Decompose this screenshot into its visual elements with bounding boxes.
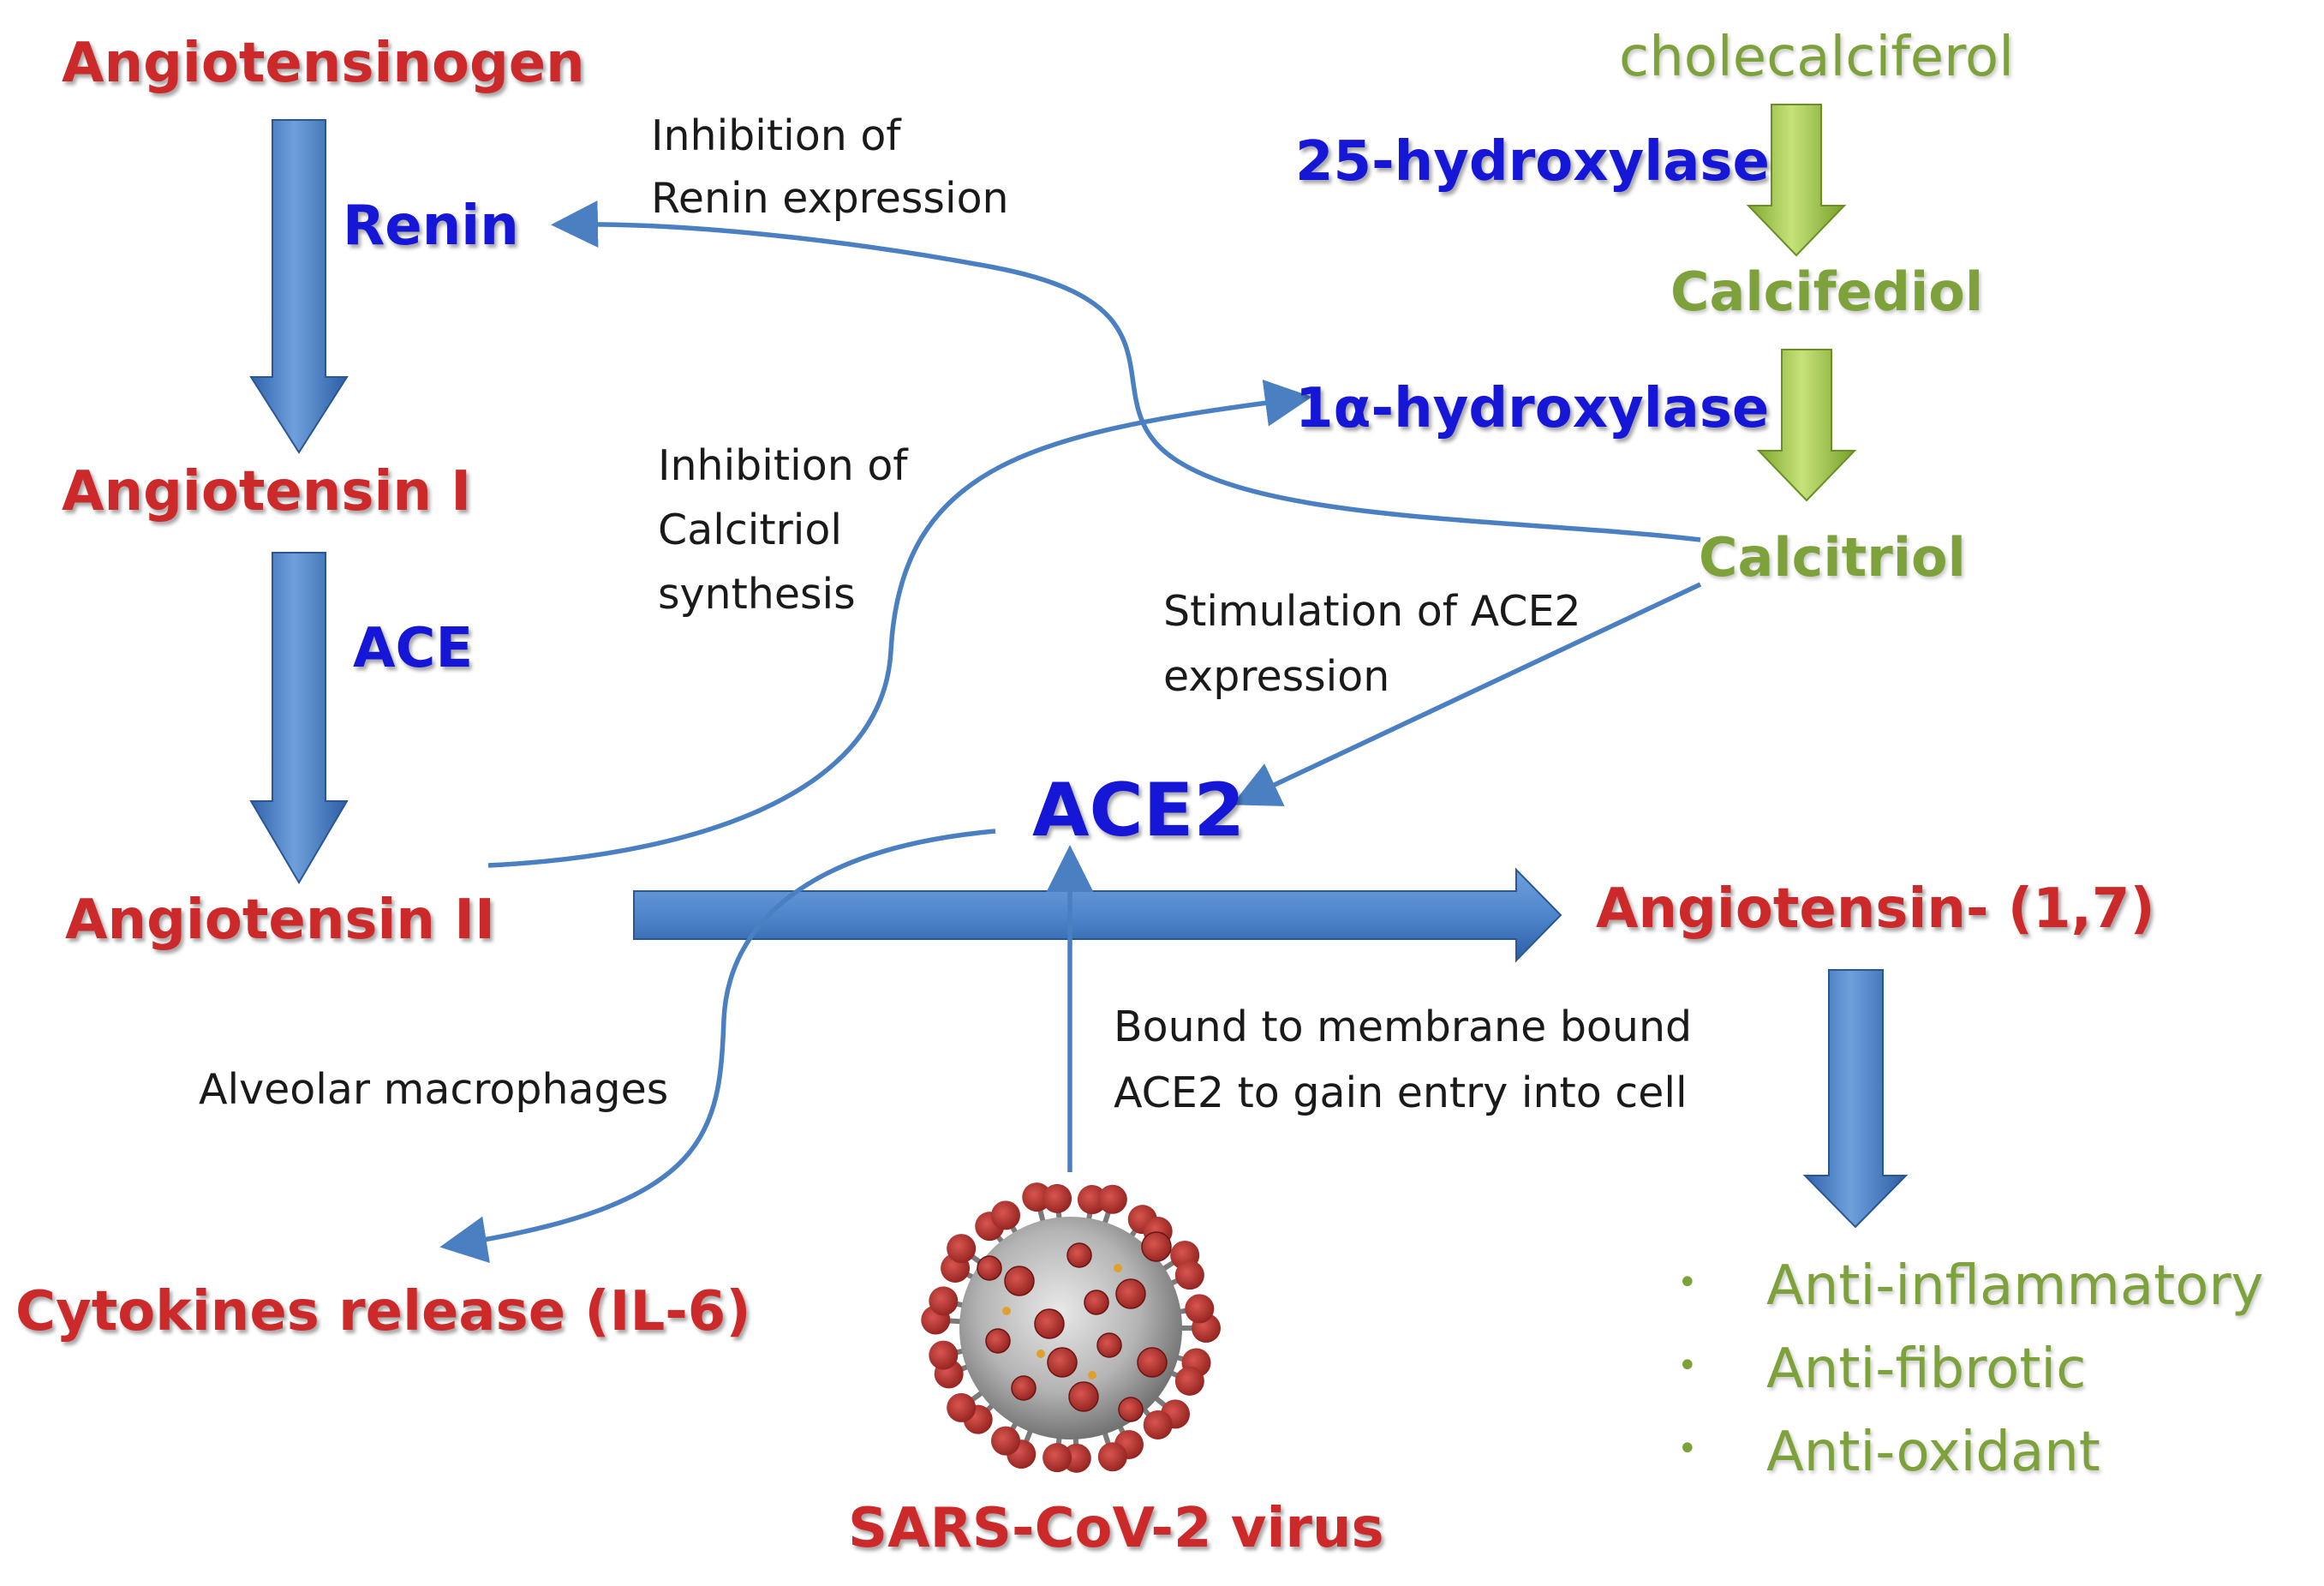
- note-line: ACE2 to gain entry into cell: [1114, 1068, 1688, 1117]
- virus-surface-spike: [1066, 1242, 1092, 1268]
- virus-surface-spike: [977, 1255, 1002, 1281]
- virus-spike: [1174, 1260, 1204, 1290]
- node-calcifediol: Calcifediol: [1670, 260, 1983, 323]
- note-membrane-binding: Bound to membrane bound ACE2 to gain ent…: [1114, 1002, 1692, 1117]
- virus-spike: [929, 1340, 959, 1370]
- virus-surface-spike: [1137, 1347, 1168, 1378]
- virus-spike: [947, 1392, 977, 1422]
- virus-surface-spike: [1011, 1375, 1037, 1401]
- curve-calcitriol-inhibits-renin: [551, 200, 1701, 542]
- note-line: expression: [1163, 652, 1389, 701]
- note-line: Stimulation of ACE2: [1163, 587, 1581, 636]
- virus-spike: [947, 1234, 977, 1264]
- virus-protein-dot: [1037, 1350, 1045, 1358]
- virus-surface-spike: [1034, 1308, 1065, 1339]
- virus-protein-dot: [1002, 1307, 1011, 1315]
- arrow-calcifediol-to-calcitriol: [1756, 349, 1857, 502]
- arrow-angiotensinogen-to-angiotensin-1: [249, 119, 349, 454]
- bullet-icon: •: [1677, 1429, 1698, 1469]
- arrow-angiotensin-2-to-angiotensin-17: [633, 867, 1562, 963]
- node-sars-cov-2: SARS-CoV-2 virus: [848, 1497, 1384, 1560]
- effect-anti-oxidant: Anti-oxidant: [1766, 1421, 2100, 1484]
- virus-surface-spike: [1004, 1266, 1035, 1296]
- effects-list: • Anti-inflammatory • Anti-fibrotic • An…: [1677, 1254, 2264, 1484]
- coronavirus-icon: [921, 1182, 1221, 1473]
- enzyme-ace2: ACE2: [1032, 768, 1245, 853]
- arrow-angiotensin-17-to-effects: [1802, 969, 1909, 1229]
- note-line: Renin expression: [651, 174, 1009, 223]
- arrow-cholecalciferol-to-calcifediol: [1746, 104, 1847, 257]
- node-calcitriol: Calcitriol: [1699, 526, 1966, 589]
- virus-surface-spike: [1118, 1397, 1144, 1422]
- enzyme-1a-hydroxylase: 1α-hydroxylase: [1295, 377, 1769, 440]
- virus-surface-spike: [1047, 1347, 1078, 1378]
- virus-protein-dot: [1088, 1371, 1096, 1380]
- enzyme-renin: Renin: [343, 195, 519, 258]
- virus-surface-spike: [985, 1328, 1011, 1354]
- arrow-angiotensin-1-to-angiotensin-2: [249, 552, 349, 884]
- arrow-calcitriol-stimulates-ace2: [1232, 582, 1702, 806]
- node-cholecalciferol: cholecalciferol: [1619, 26, 2014, 89]
- virus-surface-spike: [1115, 1278, 1146, 1309]
- note-calcitriol-inhibition: Inhibition of Calcitriol synthesis: [658, 441, 909, 619]
- note-ace2-stimulation: Stimulation of ACE2 expression: [1163, 587, 1581, 701]
- virus-surface-spike: [1068, 1381, 1099, 1412]
- note-line: Calcitriol: [658, 506, 842, 554]
- bullet-icon: •: [1677, 1263, 1698, 1302]
- note-line: synthesis: [658, 570, 856, 619]
- note-line: Inhibition of: [658, 441, 909, 490]
- virus-spike: [1174, 1366, 1204, 1396]
- virus-surface-spike: [1096, 1332, 1122, 1358]
- virus-spike: [1097, 1184, 1127, 1214]
- node-cytokines-release: Cytokines release (IL-6): [15, 1280, 751, 1344]
- curve-ace2-to-cytokines: [439, 829, 996, 1263]
- virus-spike: [1143, 1409, 1173, 1439]
- note-line: Inhibition of: [651, 111, 902, 160]
- note-renin-inhibition: Inhibition of Renin expression: [651, 111, 1009, 223]
- virus-spike: [1097, 1442, 1127, 1472]
- node-angiotensin-1: Angiotensin I: [62, 460, 471, 524]
- virus-surface-spike: [1084, 1290, 1109, 1315]
- virus-spike: [991, 1200, 1020, 1230]
- node-angiotensin-2: Angiotensin II: [65, 889, 495, 952]
- bullet-icon: •: [1677, 1346, 1698, 1386]
- note-line: Bound to membrane bound: [1114, 1002, 1692, 1051]
- virus-spike: [991, 1426, 1020, 1456]
- virus-surface-spike: [1141, 1231, 1172, 1262]
- effect-anti-fibrotic: Anti-fibrotic: [1766, 1338, 2086, 1401]
- virus-spike: [1043, 1183, 1072, 1213]
- enzyme-ace: ACE: [353, 617, 473, 680]
- node-angiotensin-1-7: Angiotensin- (1,7): [1596, 877, 2155, 941]
- effect-anti-inflammatory: Anti-inflammatory: [1766, 1254, 2264, 1318]
- virus-spike: [1185, 1294, 1215, 1324]
- virus-spike: [1077, 1185, 1107, 1215]
- curve-angiotensin-2-inhibits-1a-hydroxylase: [487, 379, 1312, 868]
- virus-spike: [929, 1286, 959, 1316]
- note-alveolar-macrophages: Alveolar macrophages: [199, 1065, 668, 1114]
- enzyme-25-hydroxylase: 25-hydroxylase: [1295, 130, 1770, 194]
- virus-spike: [1043, 1443, 1072, 1473]
- node-angiotensinogen: Angiotensinogen: [62, 32, 585, 95]
- virus-protein-dot: [1114, 1264, 1122, 1272]
